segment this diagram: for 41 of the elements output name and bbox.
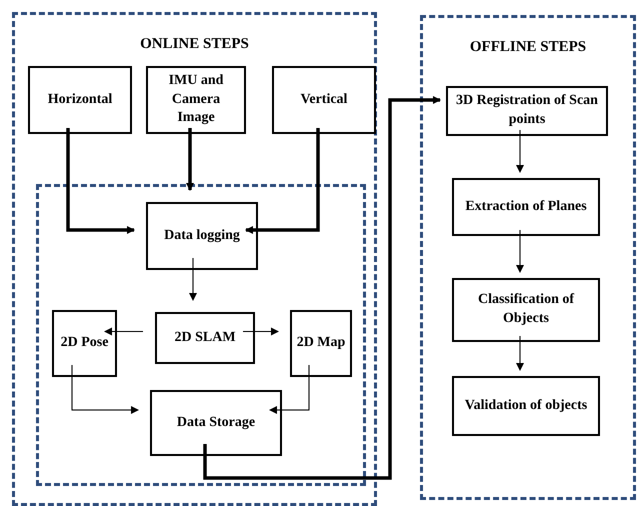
arrow xyxy=(186,128,194,191)
group-title: ONLINE STEPS xyxy=(139,35,250,54)
box-label: 3D Registration of Scan points xyxy=(455,92,599,129)
arrow xyxy=(516,230,524,273)
process-box xyxy=(446,86,608,136)
process-box xyxy=(28,66,132,134)
box-label: Vertical xyxy=(300,90,348,109)
box-label: Horizontal xyxy=(48,90,112,109)
process-box xyxy=(452,178,600,236)
process-box xyxy=(150,390,282,456)
process-box xyxy=(452,376,600,436)
arrow xyxy=(269,364,310,414)
box-label: Extraction of Planes xyxy=(465,198,587,216)
arrow xyxy=(189,258,197,301)
dashed-group-box xyxy=(12,12,377,506)
box-label: 2D Map xyxy=(296,334,346,352)
arrow xyxy=(516,130,524,173)
arrow xyxy=(104,328,144,336)
process-box xyxy=(155,312,255,364)
arrow xyxy=(66,128,135,234)
box-label: IMU and Camera Image xyxy=(168,72,224,128)
box-label: Classification of Objects xyxy=(476,291,576,328)
arrow xyxy=(245,128,320,234)
process-box xyxy=(146,66,246,134)
group-title: OFFLINE STEPS xyxy=(468,38,588,57)
process-box xyxy=(272,66,376,134)
process-box xyxy=(146,202,258,270)
process-box xyxy=(290,310,352,377)
box-label: Data Storage xyxy=(176,414,256,432)
box-label: 2D Pose xyxy=(60,334,108,352)
arrow xyxy=(242,328,279,336)
process-box xyxy=(52,310,117,377)
dashed-group-box xyxy=(36,184,366,486)
box-label: 2D SLAM xyxy=(174,328,236,347)
arrow xyxy=(203,96,441,480)
arrow xyxy=(516,336,524,371)
arrow xyxy=(72,364,139,414)
dashed-group-box xyxy=(420,15,636,500)
box-label: Data logging xyxy=(164,226,240,245)
box-label: Validation of objects xyxy=(464,396,588,415)
process-box xyxy=(452,278,600,342)
